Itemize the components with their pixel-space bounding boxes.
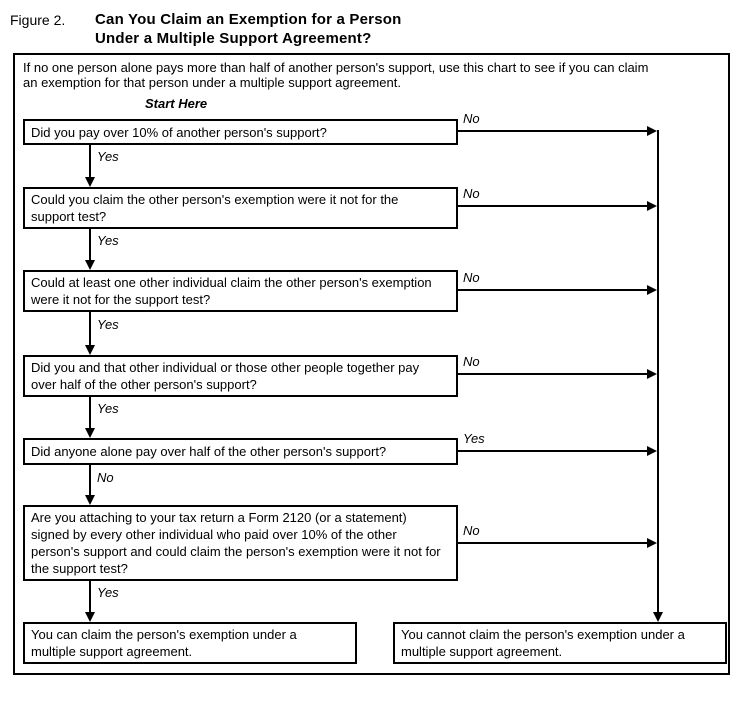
branch-label-1: No [463, 111, 480, 126]
question-box-3: Could at least one other individual clai… [23, 270, 458, 312]
down-connector-6 [89, 581, 91, 613]
intro-text-line2: an exemption for that person under a mul… [23, 75, 401, 90]
arrow-down-icon-4 [85, 428, 95, 438]
result-box-claim: You can claim the person's exemption und… [23, 622, 357, 664]
arrow-right-icon-1 [647, 126, 657, 136]
question-text-6: Are you attaching to your tax return a F… [31, 510, 441, 576]
down-label-2: Yes [97, 233, 119, 248]
collector-line [657, 130, 659, 612]
arrow-down-icon-1 [85, 177, 95, 187]
question-box-1: Did you pay over 10% of another person's… [23, 119, 458, 145]
down-label-5: No [97, 470, 114, 485]
down-connector-5 [89, 465, 91, 496]
question-box-2: Could you claim the other person's exemp… [23, 187, 458, 229]
branch-label-4: No [463, 354, 480, 369]
arrow-down-icon-3 [85, 345, 95, 355]
result-cannot-claim-text: You cannot claim the person's exemption … [401, 627, 685, 659]
down-label-3: Yes [97, 317, 119, 332]
question-box-5: Did anyone alone pay over half of the ot… [23, 438, 458, 465]
figure-title: Can You Claim an Exemption for a Person … [95, 10, 401, 48]
question-text-5: Did anyone alone pay over half of the ot… [31, 444, 387, 459]
branch-line-5 [458, 450, 648, 452]
figure-title-line1: Can You Claim an Exemption for a Person [95, 11, 402, 28]
down-connector-4 [89, 397, 91, 429]
result-box-cannot-claim: You cannot claim the person's exemption … [393, 622, 727, 664]
arrow-right-icon-2 [647, 201, 657, 211]
down-connector-1 [89, 145, 91, 178]
down-connector-2 [89, 229, 91, 261]
arrow-down-icon-6 [85, 612, 95, 622]
flowchart-border [13, 53, 730, 675]
arrow-down-icon-5 [85, 495, 95, 505]
down-connector-3 [89, 312, 91, 346]
branch-line-4 [458, 373, 648, 375]
arrow-right-icon-4 [647, 369, 657, 379]
branch-line-1 [458, 130, 648, 132]
branch-label-2: No [463, 186, 480, 201]
question-text-1: Did you pay over 10% of another person's… [31, 124, 327, 140]
question-box-4: Did you and that other individual or tho… [23, 355, 458, 397]
question-text-3: Could at least one other individual clai… [31, 275, 432, 307]
question-text-4: Did you and that other individual or tho… [31, 360, 420, 392]
arrow-right-icon-5 [647, 446, 657, 456]
arrow-down-icon-collector [653, 612, 663, 622]
intro-text-line1: If no one person alone pays more than ha… [23, 60, 649, 75]
down-label-1: Yes [97, 149, 119, 164]
figure-label: Figure 2. [10, 12, 66, 28]
arrow-right-icon-6 [647, 538, 657, 548]
branch-label-6: No [463, 523, 480, 538]
figure-title-line2: Under a Multiple Support Agreement? [95, 30, 372, 47]
down-label-4: Yes [97, 401, 119, 416]
start-here-label: Start Here [145, 96, 208, 111]
result-claim-text: You can claim the person's exemption und… [31, 627, 297, 659]
arrow-right-icon-3 [647, 285, 657, 295]
question-text-2: Could you claim the other person's exemp… [31, 192, 399, 224]
branch-label-5: Yes [463, 431, 485, 446]
branch-line-2 [458, 205, 648, 207]
branch-line-6 [458, 542, 648, 544]
down-label-6: Yes [97, 585, 119, 600]
arrow-down-icon-2 [85, 260, 95, 270]
branch-line-3 [458, 289, 648, 291]
branch-label-3: No [463, 270, 480, 285]
question-box-6: Are you attaching to your tax return a F… [23, 505, 458, 581]
